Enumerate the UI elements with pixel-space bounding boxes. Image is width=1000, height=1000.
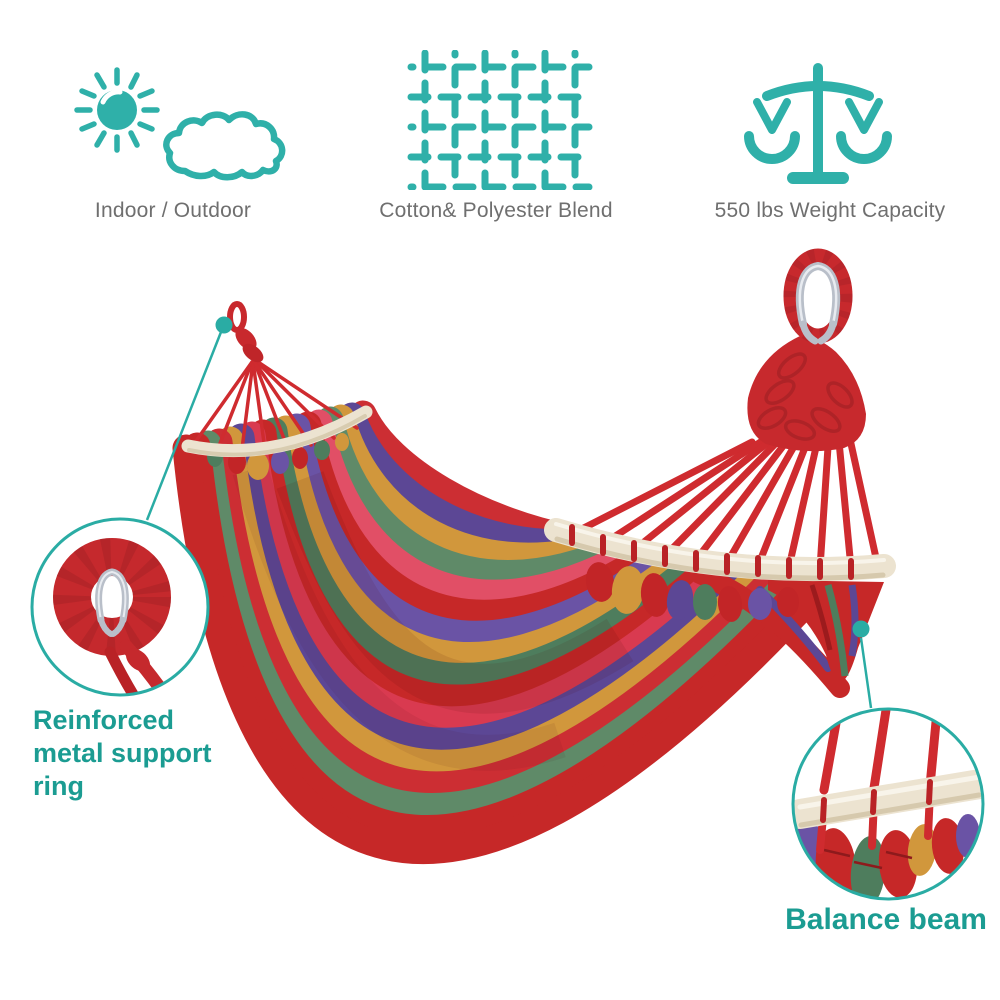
left-spreader-bar [181, 405, 373, 458]
feature-label-indoor-outdoor: Indoor / Outdoor [94, 199, 252, 222]
feature-material: Cotton& Polyester Blend [371, 50, 621, 223]
right-suspension-ropes [568, 426, 882, 572]
balance-beam-closeup [793, 709, 983, 899]
support-ring-callout-dot [215, 316, 233, 334]
support-ring-closeup [32, 519, 208, 695]
feature-label-material: Cotton& Polyester Blend [379, 199, 613, 222]
sun-cloud-icon [74, 67, 286, 181]
sun-highlight [100, 89, 123, 105]
feature-weight-capacity: 550 lbs Weight Capacity [705, 50, 955, 223]
feature-label-weight-capacity: 550 lbs Weight Capacity [714, 199, 946, 222]
closeup-beam-threads [820, 779, 933, 823]
closeup-balance-beam [793, 769, 983, 829]
balance-scale-icon [744, 63, 892, 184]
balance-beam-label: Balance beam [785, 903, 987, 936]
scale-parts [744, 63, 892, 184]
sun-rays [74, 67, 160, 153]
bar-rope-threads [569, 524, 854, 580]
left-bar-tufts [207, 433, 349, 480]
left-rope-knot [227, 301, 264, 363]
weave-strands [407, 50, 593, 190]
fabric-shading [232, 464, 634, 771]
right-bar-tufts [585, 562, 799, 622]
cloud-icon [163, 111, 286, 181]
balance-beam-callout-dot [852, 620, 870, 638]
left-suspension-ropes [194, 358, 359, 452]
balance-beam-circle-border [791, 707, 985, 901]
support-ring-circle-border [30, 517, 210, 697]
support-ring-callout-line [145, 331, 223, 521]
feature-indoor-outdoor: Indoor / Outdoor [48, 50, 298, 223]
balance-beam-callout-line [859, 637, 873, 709]
fabric-weave-icon [407, 50, 593, 190]
hanging-loop [783, 248, 853, 345]
hammock-fabric-stripes [172, 400, 824, 865]
right-rope-knot [747, 336, 866, 452]
support-ring-label: Reinforced metal support ring [33, 705, 212, 801]
